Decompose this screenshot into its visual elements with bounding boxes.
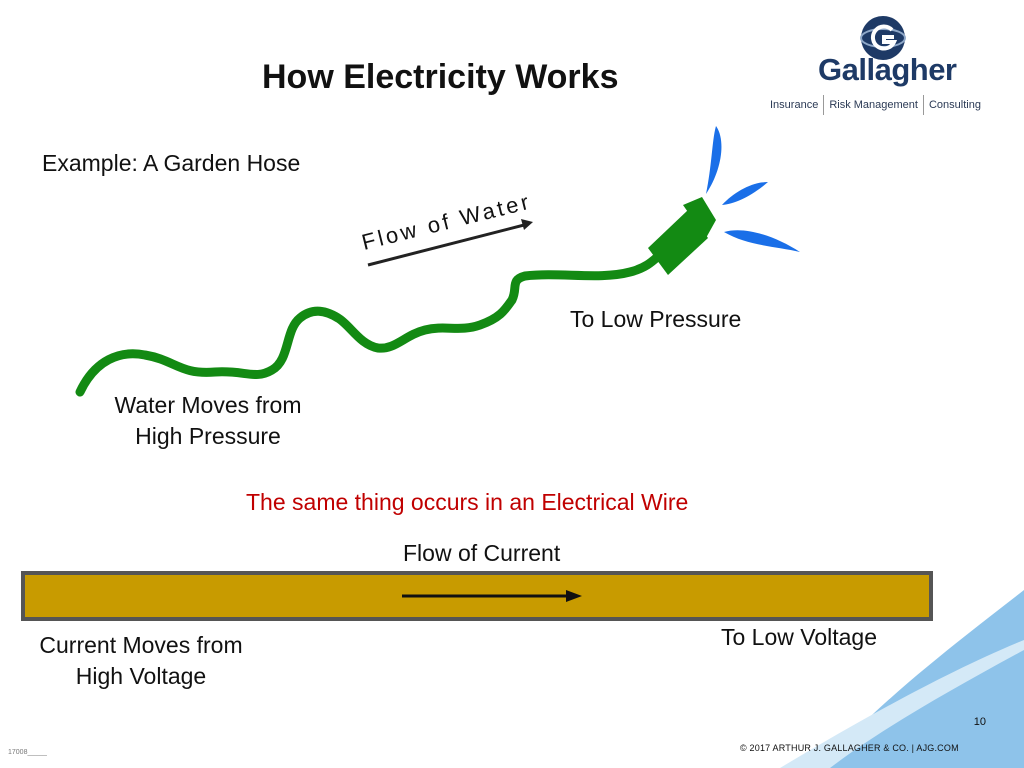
page-number: 10	[973, 716, 986, 728]
garden-hose	[75, 243, 673, 397]
gallagher-tagline: Insurance Risk Management Consulting	[770, 95, 981, 115]
water-flow-line	[367, 222, 529, 267]
water-moves-label: Water Moves from High Pressure	[114, 392, 302, 449]
corner-swoosh-light	[780, 640, 1024, 768]
water-spray-mid	[722, 182, 768, 205]
tagline-divider	[922, 95, 924, 115]
slide-subtitle: Example: A Garden Hose	[42, 150, 301, 176]
water-flow-arrowhead	[521, 219, 533, 230]
gallagher-g-globe-icon	[860, 16, 906, 60]
water-spray-bottom	[724, 230, 800, 252]
gallagher-logo-name: Gallagher	[818, 52, 957, 87]
hose-nozzle	[648, 197, 716, 275]
document-code: 17008_____	[8, 749, 47, 756]
water-spray-top	[706, 126, 722, 194]
slide-title: How Electricity Works	[262, 58, 619, 96]
tagline-divider	[823, 95, 825, 115]
tagline-insurance: Insurance	[770, 98, 819, 111]
tagline-consulting: Consulting	[928, 98, 981, 111]
copyright-footer: © 2017 ARTHUR J. GALLAGHER & CO. | AJG.C…	[740, 743, 959, 753]
tagline-risk-management: Risk Management	[829, 98, 918, 111]
electrical-wire-caption: The same thing occurs in an Electrical W…	[246, 489, 689, 515]
flow-of-current-label: Flow of Current	[403, 540, 561, 566]
current-flow-arrowhead	[566, 590, 582, 602]
current-moves-label: Current Moves from High Voltage	[39, 632, 243, 689]
to-low-pressure-label: To Low Pressure	[570, 306, 742, 332]
to-low-voltage-label: To Low Voltage	[721, 624, 878, 650]
